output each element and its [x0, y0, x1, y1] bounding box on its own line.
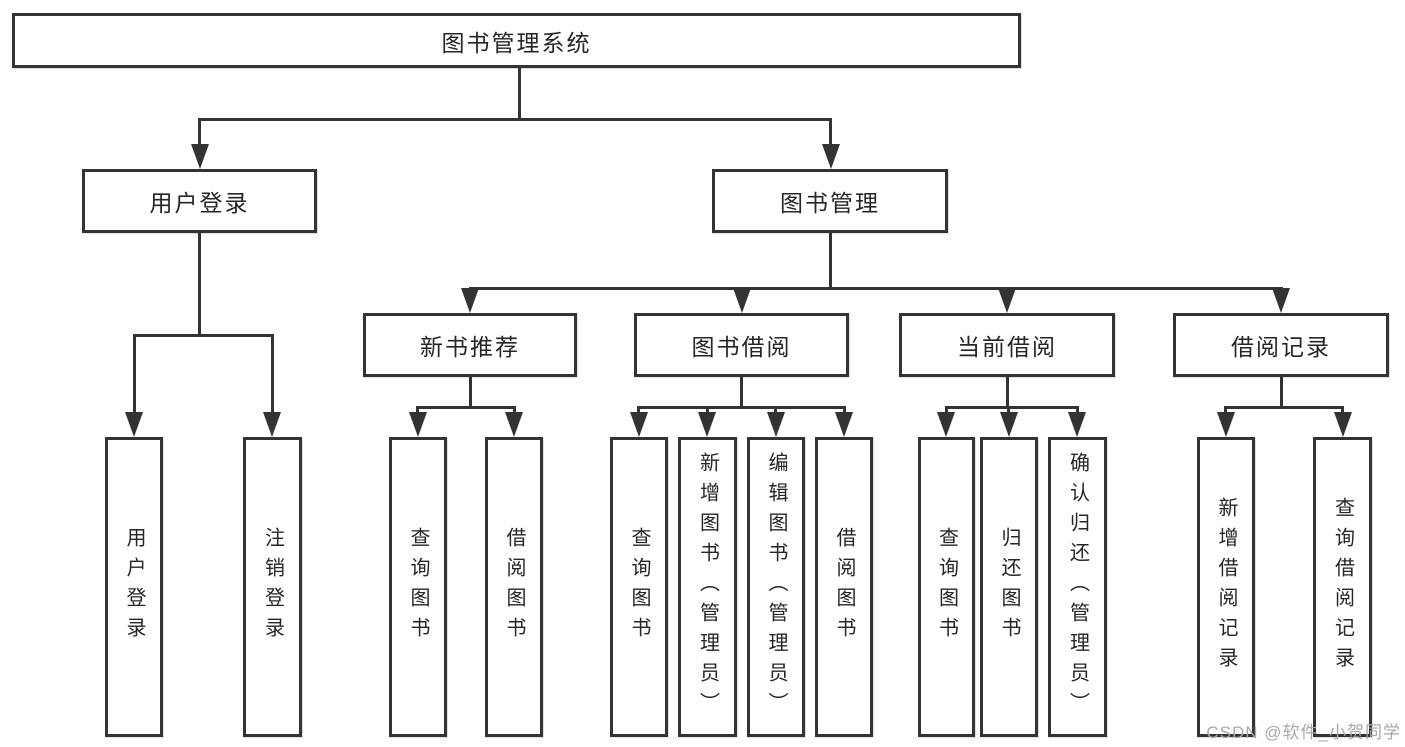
connector-line — [469, 287, 1283, 290]
leaf-query-books-current: 查询图书 — [918, 437, 975, 737]
connector-line — [1006, 377, 1009, 409]
leaf-user-login: 用户登录 — [105, 437, 163, 737]
leaf-logout: 注销登录 — [243, 437, 302, 737]
connector-line — [843, 406, 846, 415]
arrowhead-down-icon — [822, 144, 840, 169]
arrowhead-down-icon — [1272, 288, 1290, 313]
connector-line — [513, 406, 516, 415]
node-library-management-system: 图书管理系统 — [12, 13, 1021, 68]
leaf-borrow-books-recommend: 借阅图书 — [485, 437, 543, 737]
node-current-borrowing: 当前借阅 — [899, 313, 1115, 377]
arrowhead-down-icon — [767, 412, 785, 437]
node-book-borrowing: 图书借阅 — [634, 313, 849, 377]
leaf-query-books-borrowing: 查询图书 — [610, 437, 668, 737]
arrowhead-down-icon — [698, 412, 716, 437]
connector-line — [829, 118, 832, 146]
connector-line — [133, 334, 136, 415]
connector-line — [1341, 406, 1344, 415]
watermark-text: CSDN @软件_小贺同学 — [1206, 723, 1401, 742]
arrowhead-down-icon — [1068, 412, 1086, 437]
leaf-edit-books-admin: 编辑图书（管理员） — [747, 437, 805, 737]
connector-line — [1007, 406, 1010, 415]
node-user-login: 用户登录 — [82, 169, 317, 233]
connector-line — [198, 233, 201, 337]
connector-line — [706, 406, 709, 415]
node-new-book-recommendation: 新书推荐 — [363, 313, 577, 377]
arrowhead-down-icon — [461, 288, 479, 313]
arrowhead-down-icon — [1000, 412, 1018, 437]
connector-line — [945, 406, 948, 415]
connector-line — [416, 406, 516, 409]
arrowhead-down-icon — [1217, 412, 1235, 437]
arrowhead-down-icon — [998, 288, 1016, 313]
connector-line — [1076, 406, 1079, 415]
connector-line — [740, 377, 743, 409]
connector-line — [1280, 377, 1283, 409]
leaf-add-books-admin: 新增图书（管理员） — [678, 437, 737, 737]
connector-line — [198, 118, 832, 121]
arrowhead-down-icon — [191, 144, 209, 169]
leaf-return-books: 归还图书 — [980, 437, 1038, 737]
leaf-query-borrow-record: 查询借阅记录 — [1313, 437, 1372, 737]
arrowhead-down-icon — [409, 412, 427, 437]
connector-line — [518, 68, 521, 121]
connector-line — [1224, 406, 1343, 409]
connector-line — [637, 406, 640, 415]
connector-line — [774, 406, 777, 415]
node-book-management: 图书管理 — [712, 169, 948, 233]
arrowhead-down-icon — [505, 412, 523, 437]
arrowhead-down-icon — [1334, 412, 1352, 437]
leaf-query-books-recommend: 查询图书 — [389, 437, 447, 737]
leaf-borrow-books-borrowing: 借阅图书 — [815, 437, 873, 737]
leaf-add-borrow-record: 新增借阅记录 — [1197, 437, 1255, 737]
arrowhead-down-icon — [937, 412, 955, 437]
arrowhead-down-icon — [835, 412, 853, 437]
connector-line — [637, 406, 846, 409]
arrowhead-down-icon — [125, 412, 143, 437]
connector-line — [1224, 406, 1227, 415]
connector-line — [469, 377, 472, 409]
connector-line — [198, 118, 201, 146]
connector-line — [945, 406, 1078, 409]
node-borrowing-records: 借阅记录 — [1173, 313, 1389, 377]
arrowhead-down-icon — [733, 288, 751, 313]
arrowhead-down-icon — [263, 412, 281, 437]
connector-line — [133, 334, 274, 337]
connector-line — [829, 233, 832, 290]
connector-line — [416, 406, 419, 415]
leaf-confirm-return-admin: 确认归还（管理员） — [1048, 437, 1107, 737]
arrowhead-down-icon — [630, 412, 648, 437]
connector-line — [271, 334, 274, 415]
